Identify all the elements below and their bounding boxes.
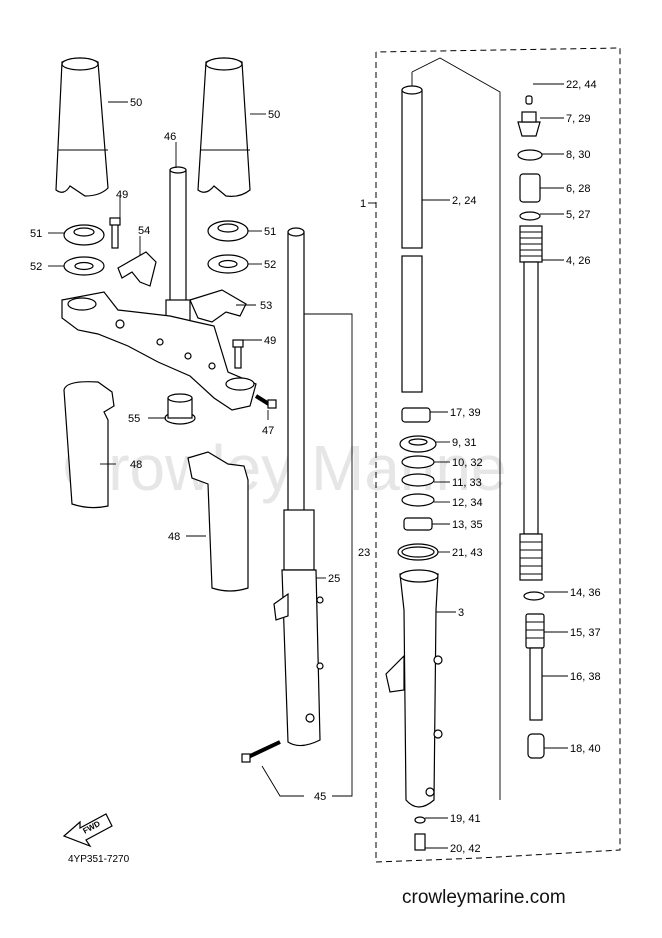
label-16-38: 16, 38 bbox=[570, 671, 601, 683]
label-12-34: 12, 34 bbox=[452, 497, 483, 509]
seal-51-right bbox=[207, 220, 249, 242]
label-5-27: 5, 27 bbox=[566, 209, 590, 221]
label-51-right: 51 bbox=[264, 226, 276, 238]
brake-hose-holder-53 bbox=[189, 289, 247, 323]
label-23: 23 bbox=[358, 547, 370, 559]
label-13-35: 13, 35 bbox=[452, 519, 483, 531]
fork-assembly-23 bbox=[273, 227, 324, 747]
label-4-26: 4, 26 bbox=[566, 255, 590, 267]
spacer-6 bbox=[519, 173, 541, 203]
washer-5 bbox=[519, 211, 541, 221]
washer-11 bbox=[401, 473, 435, 487]
label-47: 47 bbox=[262, 425, 274, 437]
label-22-44: 22, 44 bbox=[566, 79, 597, 91]
washer-52-right bbox=[207, 254, 249, 274]
label-45: 45 bbox=[314, 791, 326, 803]
label-54: 54 bbox=[138, 225, 150, 237]
seal-51-left bbox=[63, 224, 105, 246]
label-11-33: 11, 33 bbox=[452, 477, 482, 489]
oil-seal-9 bbox=[399, 435, 437, 453]
label-55: 55 bbox=[128, 413, 140, 425]
diagram-code: 4YP351-7270 bbox=[68, 854, 130, 865]
bolt-49-upper bbox=[109, 217, 121, 249]
label-1: 1 bbox=[360, 198, 366, 210]
lower-fork-cover-left bbox=[63, 381, 115, 509]
lower-fork-cover-right bbox=[187, 451, 249, 592]
label-2-24: 2, 24 bbox=[452, 195, 476, 207]
forward-arrow-icon: FWD bbox=[62, 813, 113, 848]
bolt-20 bbox=[414, 833, 426, 851]
steering-stem bbox=[165, 166, 191, 327]
label-48-left: 48 bbox=[130, 459, 142, 471]
under-bracket bbox=[61, 291, 257, 411]
washer-52-left bbox=[63, 256, 105, 276]
o-ring-8 bbox=[517, 149, 543, 161]
cap-nut-55 bbox=[164, 393, 196, 425]
bolt-22 bbox=[525, 95, 533, 105]
label-51-left: 51 bbox=[30, 228, 42, 240]
label-15-37: 15, 37 bbox=[570, 627, 601, 639]
rebound-spring-16 bbox=[529, 647, 543, 721]
label-6-28: 6, 28 bbox=[566, 183, 590, 195]
label-19-41: 19, 41 bbox=[450, 813, 481, 825]
label-3: 3 bbox=[458, 607, 464, 619]
oil-lock-piece-18 bbox=[527, 733, 545, 759]
washer-12 bbox=[401, 493, 435, 507]
label-7-29: 7, 29 bbox=[566, 113, 590, 125]
label-52-right: 52 bbox=[264, 259, 276, 271]
bolt-45 bbox=[241, 740, 281, 763]
inner-tube-2 bbox=[401, 85, 423, 393]
label-48-right: 48 bbox=[168, 531, 180, 543]
washer-19 bbox=[414, 816, 426, 824]
brake-hose-holder-54 bbox=[117, 251, 157, 287]
label-14-36: 14, 36 bbox=[570, 587, 601, 599]
label-49-upper: 49 bbox=[116, 189, 128, 201]
label-9-31: 9, 31 bbox=[452, 437, 476, 449]
label-50-left: 50 bbox=[130, 97, 142, 109]
cap-bolt-7 bbox=[517, 111, 541, 137]
label-20-42: 20, 42 bbox=[450, 843, 481, 855]
upper-fork-cover-right bbox=[197, 57, 251, 197]
upper-fork-cover-left bbox=[55, 57, 109, 197]
watermark: Crowley Marine bbox=[62, 432, 507, 504]
slide-bushing-17 bbox=[401, 407, 431, 423]
label-53: 53 bbox=[260, 300, 272, 312]
fork-spring-4 bbox=[519, 225, 543, 581]
clip-10 bbox=[401, 455, 435, 469]
label-8-30: 8, 30 bbox=[566, 149, 590, 161]
label-10-32: 10, 32 bbox=[452, 457, 483, 469]
label-18-40: 18, 40 bbox=[570, 743, 601, 755]
assembly-outline bbox=[375, 47, 621, 863]
label-21-43: 21, 43 bbox=[452, 547, 483, 559]
label-49-lower: 49 bbox=[264, 335, 276, 347]
o-ring-21 bbox=[397, 543, 439, 561]
bushing-13 bbox=[403, 517, 433, 531]
piston-ring-14 bbox=[523, 591, 545, 601]
bolt-49-lower bbox=[232, 339, 244, 369]
label-50-right: 50 bbox=[268, 109, 280, 121]
bolt-47 bbox=[254, 394, 277, 409]
outer-tube-3 bbox=[385, 569, 443, 808]
leader-lines bbox=[48, 57, 568, 849]
site-name: crowleymarine.com bbox=[402, 887, 566, 908]
damper-rod-15 bbox=[525, 613, 545, 649]
label-25: 25 bbox=[328, 573, 340, 585]
label-52-left: 52 bbox=[30, 261, 42, 273]
label-17-39: 17, 39 bbox=[450, 407, 481, 419]
label-46: 46 bbox=[164, 131, 176, 143]
